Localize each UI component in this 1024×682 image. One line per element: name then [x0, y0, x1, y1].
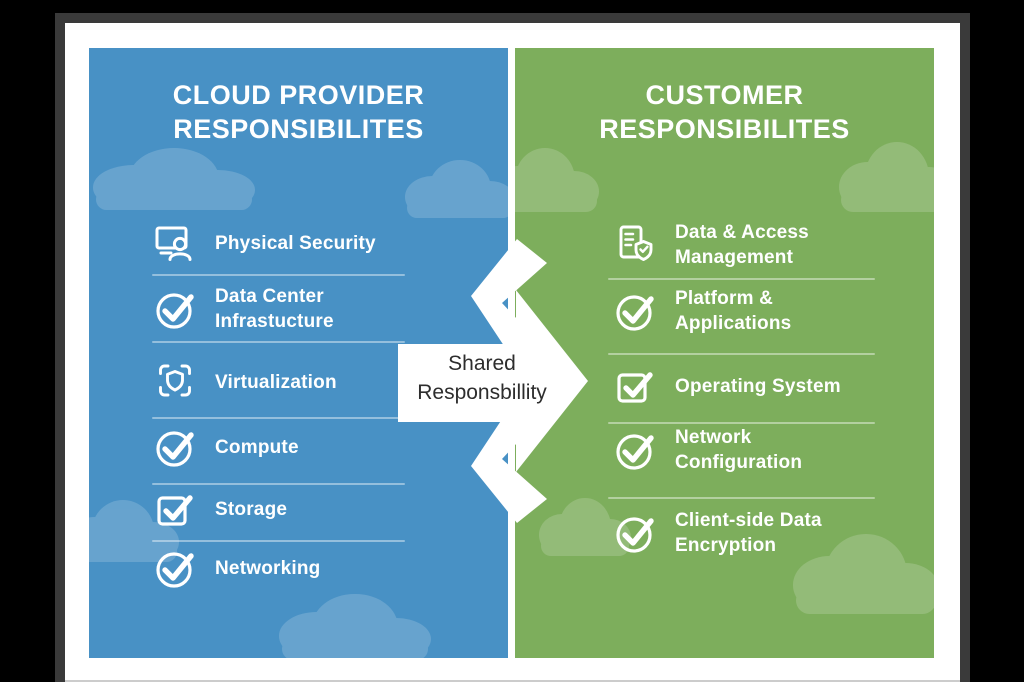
item-label: Operating System [675, 375, 841, 397]
item-label: Storage [215, 498, 288, 520]
check-circle-icon [152, 286, 198, 332]
shared-label-line: Responsbillity [417, 381, 547, 404]
cloud-decoration [515, 148, 599, 212]
item-divider [152, 341, 405, 343]
item-divider [152, 483, 405, 485]
item-divider [608, 278, 875, 280]
item-divider [152, 274, 405, 276]
checkbox-check-icon [612, 363, 658, 409]
responsibility-item: Storage [152, 486, 287, 532]
title-line: CUSTOMER [645, 80, 804, 110]
check-circle-icon [152, 545, 198, 591]
item-label: Physical Security [215, 232, 376, 254]
item-divider [608, 353, 875, 355]
check-circle-icon [612, 288, 658, 334]
cloud-decoration [93, 148, 255, 210]
title-line: RESPONSIBILITES [173, 114, 424, 144]
item-divider [608, 422, 875, 424]
responsibility-item: Virtualization [152, 359, 337, 405]
cloud-provider-title: CLOUD PROVIDER RESPONSIBILITES [89, 78, 508, 146]
title-line: RESPONSIBILITES [599, 114, 850, 144]
cloud-decoration [793, 534, 934, 614]
item-label: Networking [215, 557, 321, 579]
shared-responsibility-arrow [398, 239, 588, 523]
shield-brackets-icon [152, 359, 198, 405]
check-circle-icon [612, 510, 658, 556]
document-shield-icon [612, 222, 658, 268]
monitor-user-icon [152, 220, 198, 266]
check-circle-icon [612, 427, 658, 473]
responsibility-item: Networking [152, 545, 320, 591]
item-divider [152, 540, 405, 542]
cloud-decoration [839, 142, 934, 212]
item-label: Compute [215, 436, 299, 458]
item-divider [608, 497, 875, 499]
cloud-decoration [279, 594, 431, 658]
responsibility-item: Physical Security [152, 220, 376, 266]
cloud-decoration [539, 498, 631, 556]
responsibility-item: Compute [152, 424, 299, 470]
cloud-decoration [405, 160, 508, 218]
responsibility-item: Operating System [612, 363, 841, 409]
item-label: Virtualization [215, 371, 337, 393]
responsibility-item: Platform &Applications [612, 286, 791, 336]
customer-title: CUSTOMER RESPONSIBILITES [515, 78, 934, 146]
checkbox-check-icon [152, 486, 198, 532]
title-line: CLOUD PROVIDER [172, 80, 425, 110]
item-divider [152, 417, 405, 419]
item-label: Platform &Applications [675, 288, 792, 334]
shared-label-line: Shared [448, 352, 516, 375]
check-circle-icon [152, 424, 198, 470]
frame-bottom-edge [65, 680, 960, 682]
